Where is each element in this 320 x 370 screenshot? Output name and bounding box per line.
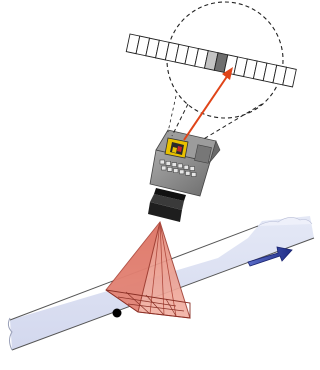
keypad-key	[192, 173, 197, 177]
camera-display	[165, 138, 188, 158]
keypad-key	[166, 161, 171, 165]
keypad-key	[162, 166, 167, 170]
object-dot	[113, 309, 122, 318]
keypad-key	[174, 169, 179, 173]
camera-lens	[148, 188, 186, 222]
line-scan-sensor	[126, 34, 296, 87]
keypad-key	[172, 163, 177, 167]
keypad-key	[184, 165, 189, 169]
keypad-key	[190, 167, 195, 171]
keypad-key	[160, 160, 165, 164]
keypad-key	[180, 170, 185, 174]
keypad-key	[186, 171, 191, 175]
keypad-key	[178, 164, 183, 168]
keypad-key	[168, 167, 173, 171]
signal-arrow	[184, 67, 233, 140]
